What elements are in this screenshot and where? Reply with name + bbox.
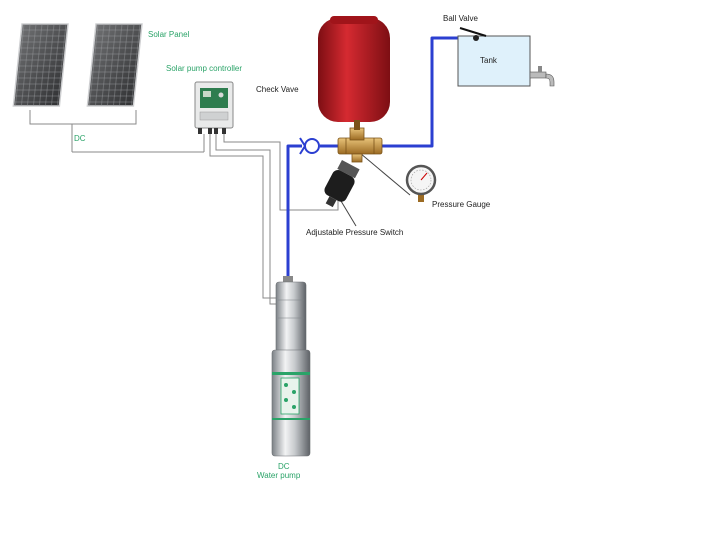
check-valve-label: Check Vave (256, 85, 299, 94)
pump-name-label: Water pump (257, 471, 301, 480)
brass-fitting-icon (337, 127, 383, 163)
pump-dc-label: DC (278, 462, 290, 471)
controller-label: Solar pump controller (166, 64, 243, 73)
pressure-switch-icon (324, 159, 360, 208)
controller-icon (194, 81, 234, 134)
check-valve-icon (299, 137, 320, 155)
faucet-icon (529, 66, 555, 87)
tank-icon (457, 35, 531, 87)
tank-label: Tank (480, 56, 497, 65)
water-pump-icon (271, 276, 311, 457)
expansion-tank-icon (318, 16, 390, 130)
ball-valve-icon (459, 27, 487, 41)
solar-panel-label: Solar Panel (148, 30, 190, 39)
solar-panel-icon (12, 23, 143, 107)
pressure-switch-label: Adjustable Pressure Switch (306, 228, 404, 237)
water-pipe (286, 36, 482, 282)
dc-wiring (29, 110, 411, 305)
pressure-gauge-label: Pressure Gauge (432, 200, 491, 209)
ball-valve-label: Ball Valve (443, 14, 478, 23)
pressure-gauge-icon (405, 164, 437, 202)
dc-label: DC (74, 134, 86, 143)
